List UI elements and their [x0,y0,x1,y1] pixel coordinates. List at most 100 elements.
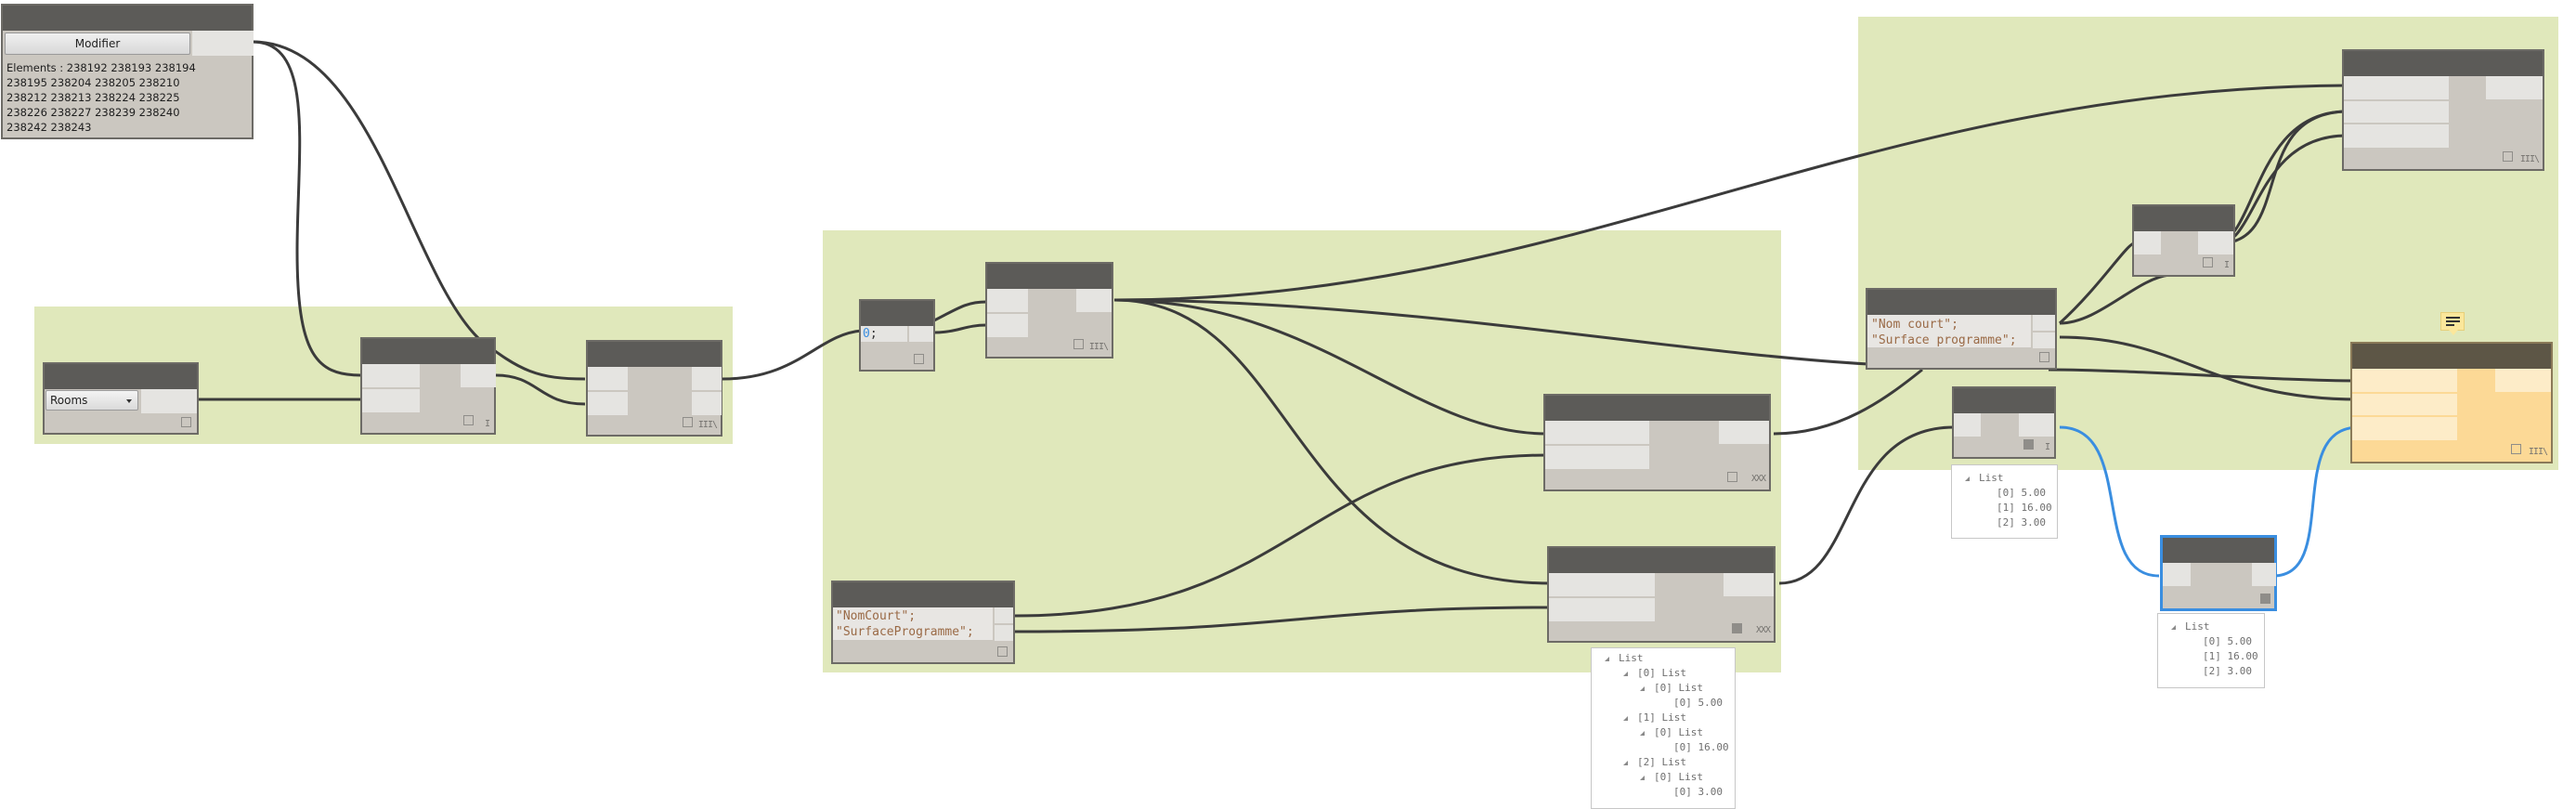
output-port[interactable] [141,389,197,413]
input-port[interactable] [2352,415,2457,440]
preview-toggle-icon[interactable] [683,417,693,427]
preview-toggle-icon[interactable] [914,354,924,364]
node-header[interactable] [3,6,252,31]
node-header[interactable] [1867,290,2055,315]
watch-preview-flat[interactable]: List[0] 5.00[1] 16.00[2] 3.00 [2157,613,2265,688]
output-port[interactable] [2019,413,2054,437]
input-port[interactable] [1549,596,1655,621]
node-header[interactable] [1545,396,1769,421]
output-port[interactable] [909,326,933,342]
input-port[interactable] [987,312,1028,337]
set-parameter-node-warning[interactable]: III\ [2350,342,2553,463]
output-port[interactable] [461,364,496,387]
categories-node[interactable]: Rooms [43,362,199,435]
preview-toggle-icon[interactable] [2511,444,2521,454]
preview-toggle-icon[interactable] [181,417,191,427]
node-header[interactable] [861,301,933,326]
input-port[interactable] [2344,76,2449,99]
input-port[interactable] [1545,421,1649,444]
code-block-node[interactable]: 0; [859,299,935,372]
input-port[interactable] [2163,563,2191,586]
selected-node[interactable] [2160,535,2277,611]
input-port[interactable] [362,364,420,387]
node-header[interactable] [2344,51,2543,76]
category-dropdown[interactable]: Rooms [46,390,138,411]
expand-triangle-icon[interactable] [2171,625,2176,630]
get-parameter-node[interactable]: XXX [1547,546,1776,643]
input-port[interactable] [362,387,420,412]
preview-row[interactable]: [0] List [1623,666,1686,681]
output-port[interactable] [692,367,722,390]
code-input[interactable] [861,326,907,342]
input-port[interactable] [1954,413,1981,437]
get-parameter-node[interactable]: XXX [1543,394,1771,491]
expand-triangle-icon[interactable] [1640,776,1645,780]
preview-toggle-icon[interactable] [1727,472,1737,482]
input-port[interactable] [2352,369,2457,392]
preview-row[interactable]: List [1965,471,2004,486]
expand-triangle-icon[interactable] [1623,761,1628,765]
node-header[interactable] [1954,388,2054,413]
button-node[interactable]: Modifier Elements : 238192 238193 238194… [1,4,254,139]
preview-toggle-icon[interactable] [1732,623,1742,633]
input-port[interactable] [2344,99,2449,124]
input-port[interactable] [2344,123,2449,148]
preview-row[interactable]: [0] List [1640,770,1703,785]
preview-toggle-icon[interactable] [1073,339,1084,349]
input-port[interactable] [987,289,1028,312]
preview-toggle-icon[interactable] [2039,352,2049,362]
code-text[interactable]: 0; [863,326,878,342]
preview-row[interactable]: [0] List [1640,725,1703,740]
modifier-button[interactable]: Modifier [5,33,190,55]
node-header[interactable] [588,342,721,367]
node-header[interactable] [2352,344,2551,369]
expand-triangle-icon[interactable] [1640,731,1645,736]
preview-toggle-icon[interactable] [2260,594,2270,604]
node-header[interactable] [833,582,1013,607]
input-port[interactable] [2352,392,2457,417]
output-port[interactable] [692,390,722,415]
code-input[interactable] [833,607,993,640]
expand-triangle-icon[interactable] [1640,686,1645,691]
output-port[interactable] [2252,563,2276,586]
node-header[interactable] [1549,548,1774,573]
node-header[interactable] [2163,538,2274,563]
warning-note-icon[interactable] [2440,312,2465,335]
preview-toggle-icon[interactable] [2023,439,2034,450]
list-node[interactable]: I [2132,204,2235,277]
output-port[interactable] [2198,231,2233,254]
watch-preview-nested[interactable]: List[0] List[0] List[0] 5.00[1] List[0] … [1591,647,1736,809]
output-port[interactable] [1719,421,1769,444]
node-header[interactable] [2134,206,2233,231]
input-port[interactable] [1545,444,1649,469]
preview-toggle-icon[interactable] [2203,257,2213,267]
code-input[interactable] [1867,315,2031,347]
node-header[interactable] [987,264,1112,289]
input-port[interactable] [1549,573,1655,596]
output-port[interactable] [1076,289,1112,312]
all-elements-node[interactable]: I [360,337,496,435]
output-port[interactable] [995,623,1013,641]
preview-row[interactable]: List [2171,620,2210,634]
filter-node[interactable]: III\ [586,340,722,437]
code-block-node[interactable]: "NomCourt";"SurfaceProgramme"; [831,581,1015,664]
watch-preview-flat[interactable]: List[0] 5.00[1] 16.00[2] 3.00 [1951,464,2058,539]
output-port[interactable] [2033,331,2055,348]
expand-triangle-icon[interactable] [1965,476,1970,481]
output-port[interactable] [2033,315,2055,331]
preview-row[interactable]: [0] List [1640,681,1703,696]
output-port[interactable] [192,31,254,56]
flatten-node[interactable]: I [1952,386,2056,459]
preview-row[interactable]: [1] List [1623,711,1686,725]
code-text[interactable]: "NomCourt";"SurfaceProgramme"; [836,608,974,640]
preview-toggle-icon[interactable] [463,415,474,425]
preview-toggle-icon[interactable] [997,646,1008,657]
set-parameter-node[interactable]: III\ [2342,49,2544,171]
node-header[interactable] [45,364,197,389]
node-header[interactable] [362,339,494,364]
preview-toggle-icon[interactable] [2503,151,2513,162]
preview-row[interactable]: List [1605,651,1644,666]
input-port[interactable] [2134,231,2161,254]
code-text[interactable]: "Nom court";"Surface programme"; [1871,317,2017,348]
output-port[interactable] [1724,573,1774,596]
